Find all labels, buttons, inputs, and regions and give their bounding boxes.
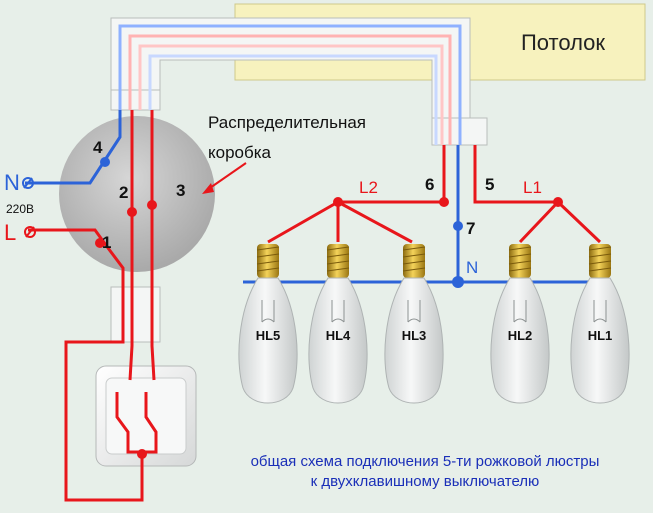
- lamp-hl2: HL2: [490, 244, 550, 404]
- lamp-label: HL1: [588, 328, 613, 343]
- lamp-label: HL5: [256, 328, 281, 343]
- lamp-hl1: HL1: [570, 244, 630, 404]
- junction-box-label-line2: коробка: [208, 143, 272, 162]
- lamp-label: HL4: [326, 328, 351, 343]
- terminal-2-label: 2: [119, 183, 128, 202]
- ceiling-label: Потолок: [521, 30, 605, 55]
- lamp-label: HL3: [402, 328, 427, 343]
- junction-box-label-line1: Распределительная: [208, 113, 366, 132]
- group-l1-label: L1: [523, 178, 542, 197]
- lamp-label: HL2: [508, 328, 533, 343]
- lamps: HL5 HL4 HL3 HL2 HL1: [238, 244, 630, 404]
- connection-dots: [95, 157, 563, 459]
- conduit-wires: [118, 24, 462, 145]
- neutral-input-label: N: [4, 170, 20, 195]
- group-l2-label: L2: [359, 178, 378, 197]
- lamp-hl4: HL4: [308, 244, 368, 404]
- caption-line-2: к двухклавишному выключателю: [310, 473, 540, 490]
- terminal-3-label: 3: [176, 181, 185, 200]
- voltage-label: 220В: [6, 202, 34, 216]
- diagram-caption: общая схема подключения 5-ти рожковой лю…: [200, 452, 650, 492]
- lamp-hl3: HL3: [384, 244, 444, 404]
- junction-box: [59, 116, 215, 272]
- neutral-bus-label: N: [466, 258, 478, 277]
- label-pointer: [206, 162, 247, 191]
- terminal-5-label: 5: [485, 175, 494, 194]
- lamp-hl5: HL5: [238, 244, 298, 404]
- terminal-7-label: 7: [466, 219, 475, 238]
- phase-input-label: L: [4, 220, 16, 245]
- caption-line-1: общая схема подключения 5-ти рожковой лю…: [250, 453, 600, 470]
- terminal-1-label: 1: [102, 233, 111, 252]
- terminal-4-label: 4: [93, 138, 103, 157]
- terminal-6-label: 6: [425, 175, 434, 194]
